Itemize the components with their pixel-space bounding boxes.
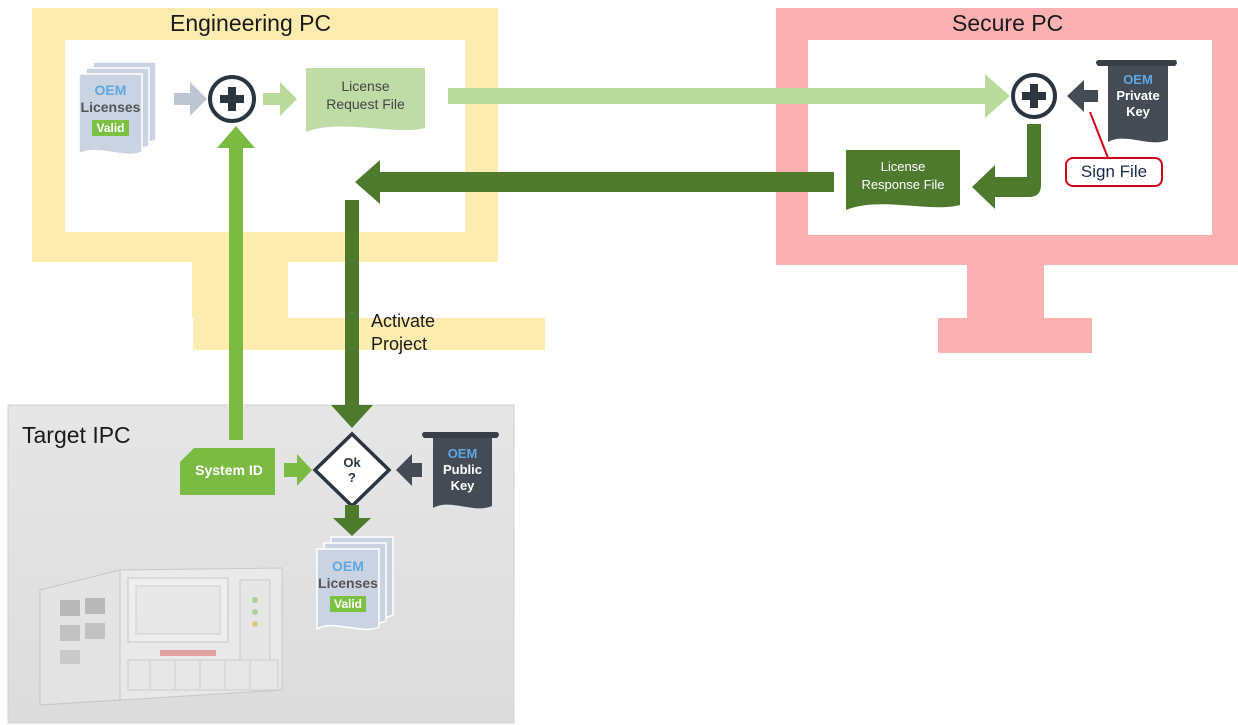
decision-label: Ok ?	[330, 455, 374, 485]
arrow-activate-down	[331, 200, 373, 428]
private-key-oem: OEM	[1123, 72, 1153, 87]
public-key-line1: Public	[442, 462, 482, 477]
decision-line1: Ok	[343, 455, 361, 470]
license-response-file	[846, 150, 960, 210]
combine-icon-engineering	[208, 75, 256, 123]
public-key-line2: Key	[450, 478, 475, 493]
license-request-line1: License	[341, 78, 390, 94]
licenses-label-target: Licenses	[318, 575, 378, 591]
arrow-key-to-combine	[1067, 80, 1098, 112]
combine-icon-secure	[1011, 73, 1057, 119]
sign-file-connector	[1089, 111, 1109, 159]
license-request-line2: Request File	[326, 96, 405, 112]
engineering-pc-frame	[32, 8, 545, 350]
sign-file-callout: Sign File	[1065, 157, 1163, 187]
private-key-line1: Private	[1116, 88, 1160, 103]
secure-pc-frame	[776, 8, 1238, 353]
license-request-file	[306, 68, 425, 132]
arrow-public-key-to-decision	[396, 454, 422, 486]
arrow-decision-down	[333, 505, 371, 536]
arrow-response-to-engineering	[355, 160, 834, 204]
arrow-licenses-to-combine	[174, 82, 207, 116]
oem-licenses-label-engineering: OEM Licenses Valid	[79, 82, 142, 137]
secure-pc-title: Secure PC	[952, 10, 1064, 36]
arrow-secure-to-response	[972, 124, 1041, 209]
private-key-line2: Key	[1126, 104, 1150, 119]
oem-label-target: OEM	[332, 558, 364, 574]
public-key-label: OEM Public Key	[433, 446, 492, 494]
activate-line2: Project	[371, 334, 428, 354]
system-id-card	[180, 448, 275, 495]
system-id-label: System ID	[195, 462, 263, 478]
valid-badge: Valid	[92, 120, 129, 136]
engineering-pc-title: Engineering PC	[170, 10, 332, 36]
public-key-oem: OEM	[447, 446, 478, 461]
license-request-file-label: License Request File	[306, 77, 425, 113]
license-response-file-label: License Response File	[846, 158, 960, 194]
decision-line2: ?	[348, 470, 356, 485]
oem-label: OEM	[94, 82, 127, 98]
arrow-request-to-secure-pc	[448, 74, 1010, 118]
activate-line1: Activate	[371, 311, 436, 331]
oem-licenses-label-target: OEM Licenses Valid	[317, 558, 379, 613]
licenses-label: Licenses	[80, 99, 141, 115]
arrow-combine-to-request	[263, 82, 297, 116]
arrow-system-id-to-decision	[284, 454, 312, 486]
arrow-system-id-up	[217, 126, 255, 440]
license-response-line2: Response File	[861, 177, 945, 192]
license-response-line1: License	[880, 159, 926, 174]
oem-private-key-scroll	[1096, 60, 1177, 143]
target-ipc-title: Target IPC	[22, 422, 131, 448]
ipc-device-illustration	[39, 567, 283, 706]
activate-project-label: Activate Project	[371, 310, 435, 356]
valid-badge-target: Valid	[329, 596, 366, 612]
private-key-label: OEM Private Key	[1108, 72, 1168, 120]
oem-public-key-scroll	[422, 432, 499, 509]
